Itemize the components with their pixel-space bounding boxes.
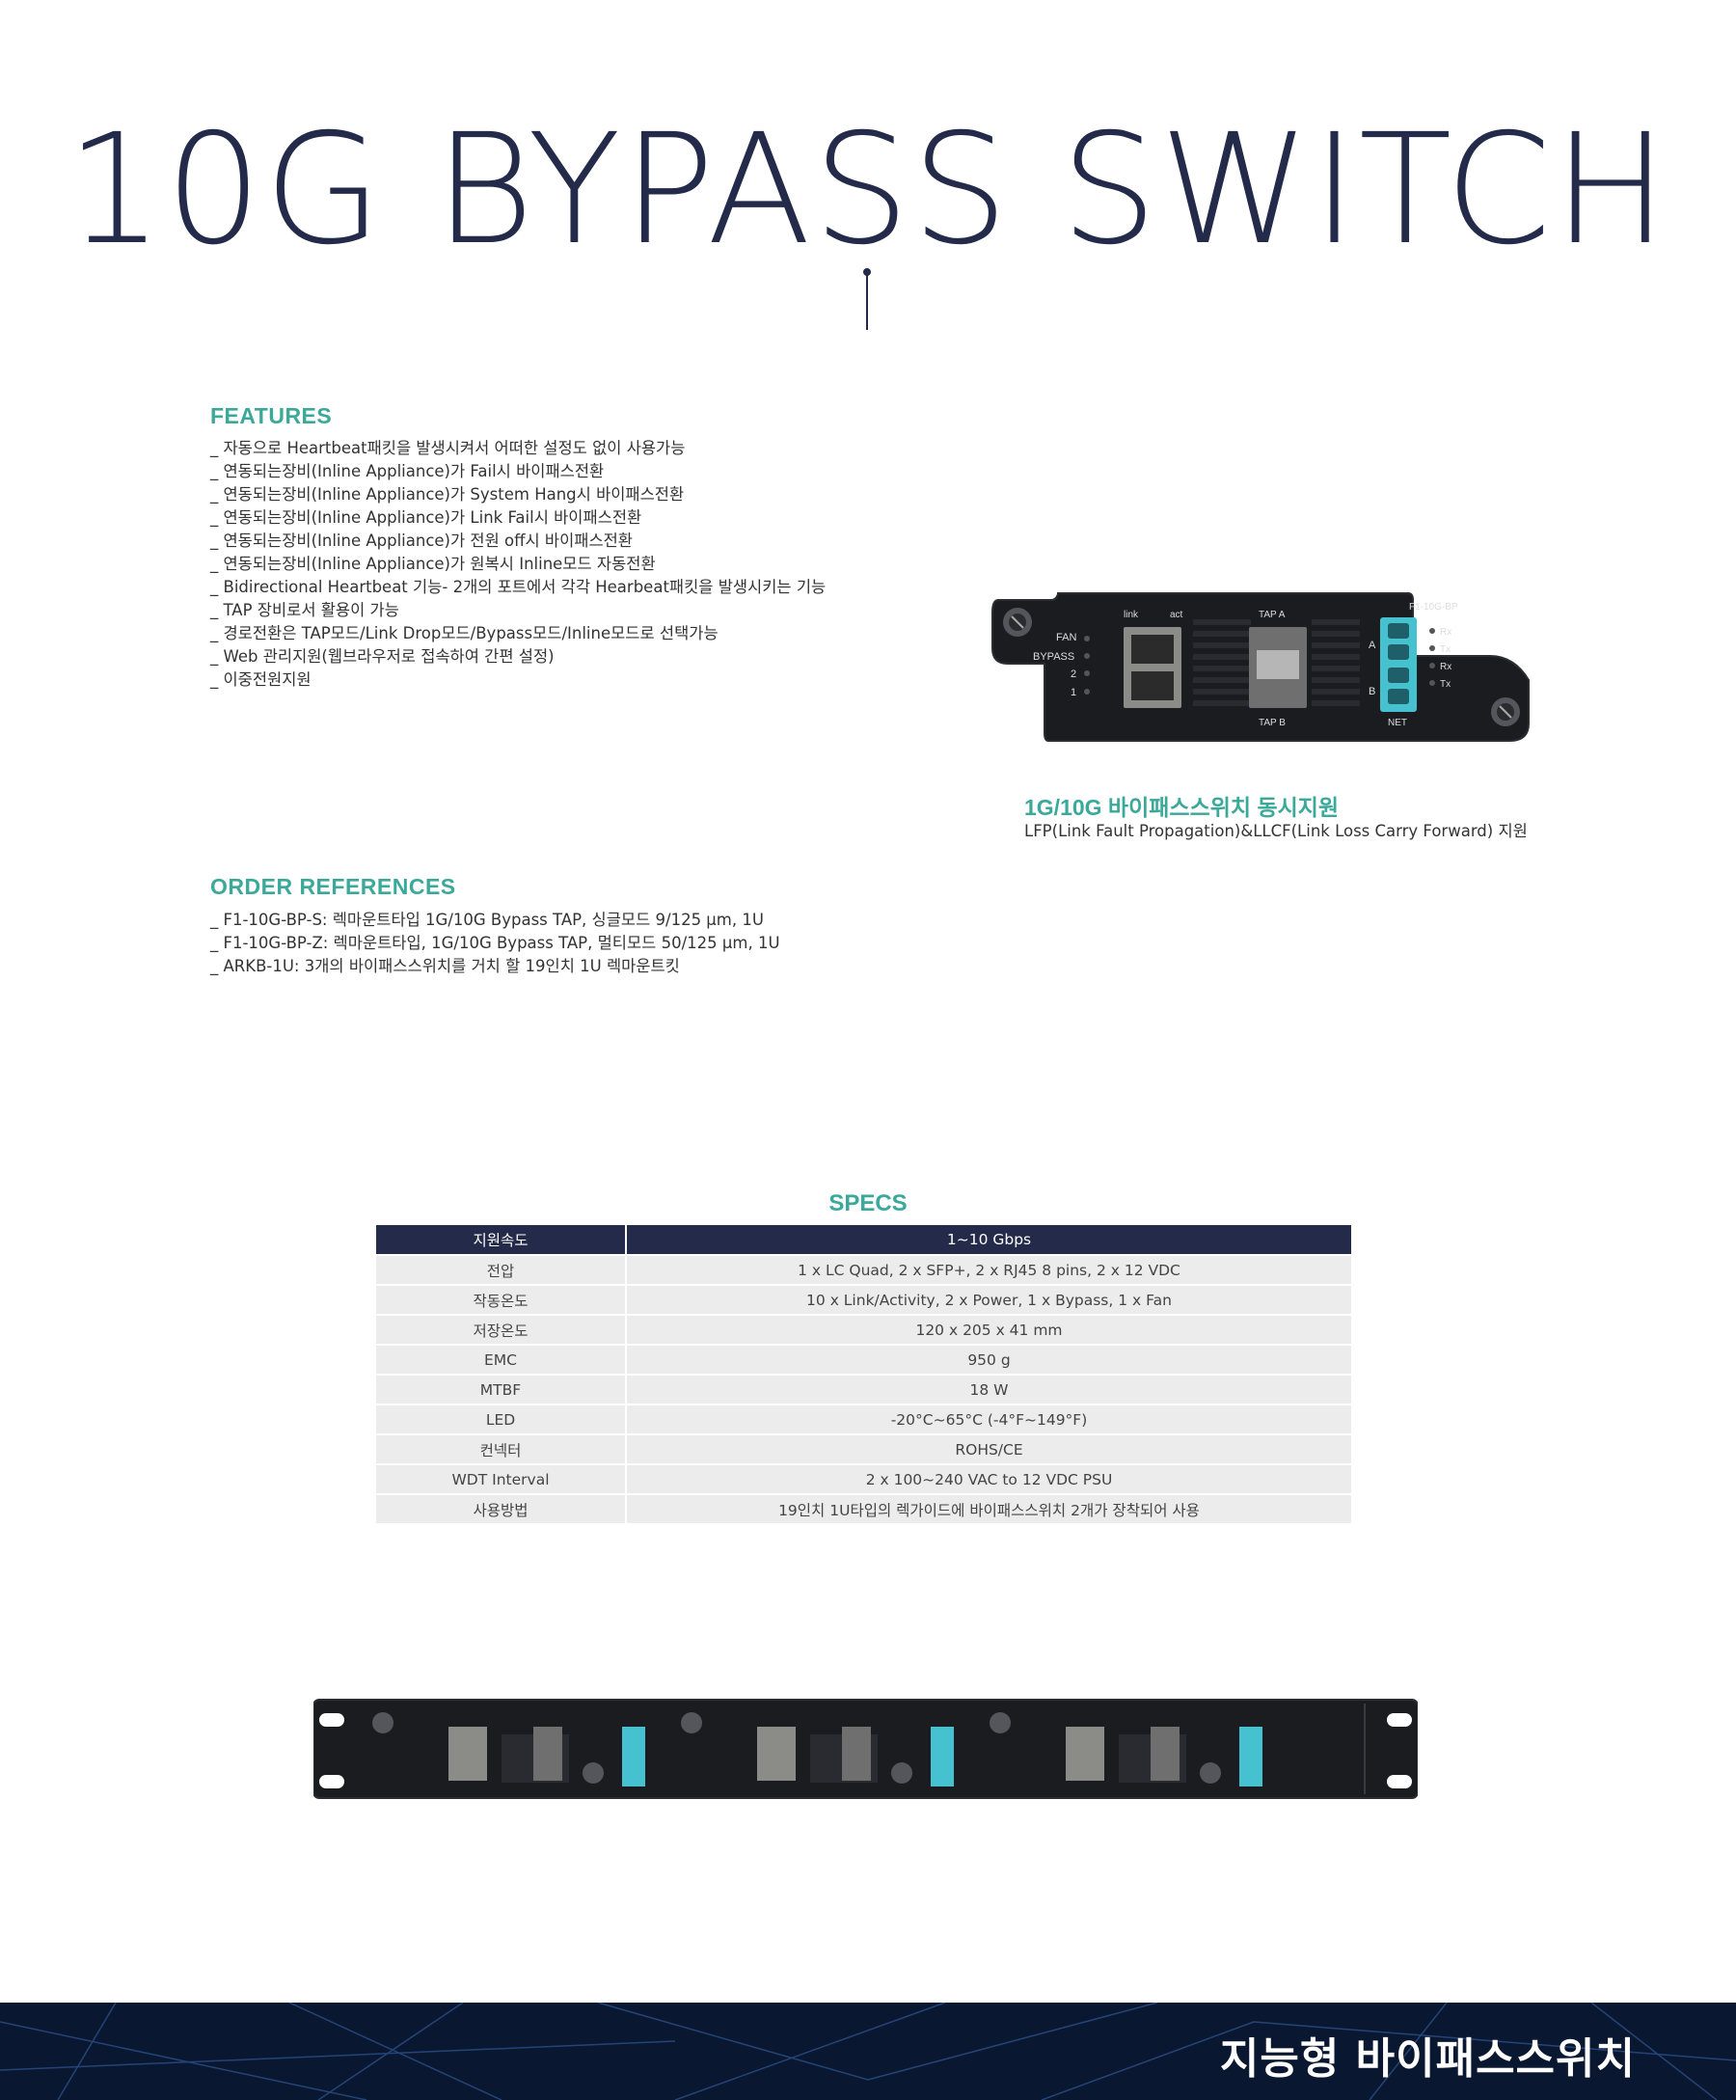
spec-label: 사용방법 [376, 1494, 627, 1525]
feature-item: _ TAP 장비로서 활용이 가능 [210, 601, 399, 619]
order-heading: ORDER REFERENCES [210, 874, 456, 899]
specs-heading: SPECS [828, 1190, 908, 1216]
order-list: _ F1-10G-BP-S: 렉마운트타입 1G/10G Bypass TAP,… [210, 909, 780, 978]
product-caption-title: 1G/10G 바이패스스위치 동시지원 [1024, 795, 1340, 820]
table-row: 저장온도 120 x 205 x 41 mm [376, 1315, 1351, 1346]
spec-value: 2 x 100~240 VAC to 12 VDC PSU [626, 1464, 1351, 1495]
rx-label: Rx [1440, 662, 1451, 672]
spec-value: 1 x LC Quad, 2 x SFP+, 2 x RJ45 8 pins, … [626, 1255, 1351, 1286]
link-label: link [1124, 610, 1139, 620]
feature-item: _ Bidirectional Heartbeat 기능- 2개의 포트에서 각… [210, 578, 827, 596]
rack-mount-image [313, 1699, 1418, 1799]
tx-label: Tx [1440, 679, 1451, 690]
feature-item: _ 연동되는장비(Inline Appliance)가 Fail시 바이패스전환 [210, 462, 605, 480]
features-list: _ 자동으로 Heartbeat패킷을 발생시켜서 어떠한 설정도 없이 사용가… [210, 437, 826, 692]
feature-item: _ 이중전원지원 [210, 670, 312, 689]
feature-item: _ 연동되는장비(Inline Appliance)가 원복시 Inline모드… [210, 555, 656, 573]
page-title: 10G BYPASS SWITCH [66, 101, 1670, 279]
tap-b-label: TAP B [1259, 718, 1286, 728]
feature-item: _ 경로전환은 TAP모드/Link Drop모드/Bypass모드/Inlin… [210, 624, 719, 642]
spec-label: EMC [376, 1345, 627, 1376]
table-row: 지원속도 1~10 Gbps [376, 1225, 1351, 1256]
spec-label: 작동온도 [376, 1285, 627, 1316]
spec-label: 전압 [376, 1255, 627, 1286]
table-row: 작동온도 10 x Link/Activity, 2 x Power, 1 x … [376, 1285, 1351, 1316]
rack-module [681, 1712, 954, 1786]
table-row: WDT Interval 2 x 100~240 VAC to 12 VDC P… [376, 1464, 1351, 1495]
feature-item: _ 연동되는장비(Inline Appliance)가 System Hang시… [210, 485, 685, 504]
rack-module [990, 1712, 1262, 1786]
feature-item: _ 연동되는장비(Inline Appliance)가 전원 off시 바이패스… [210, 532, 633, 550]
port-b-label: B [1369, 686, 1375, 697]
bypass-module-image: FAN BYPASS 2 1 link act TAP A TAP B F1-1… [991, 592, 1530, 742]
led-two-label: 2 [1071, 668, 1076, 680]
bypass-label: BYPASS [1033, 651, 1074, 663]
features-heading: FEATURES [210, 403, 333, 428]
feature-item: _ 연동되는장비(Inline Appliance)가 Link Fail시 바… [210, 508, 642, 527]
spec-value: 950 g [626, 1345, 1351, 1376]
tx-label: Tx [1440, 644, 1451, 655]
spec-label: 저장온도 [376, 1315, 627, 1346]
feature-item: _ 자동으로 Heartbeat패킷을 발생시켜서 어떠한 설정도 없이 사용가… [210, 439, 686, 457]
spec-value: 19인치 1U타입의 렉가이드에 바이패스스위치 2개가 장착되어 사용 [626, 1494, 1351, 1525]
footer-title: 지능형 바이패스스위치 [1219, 2034, 1636, 2084]
table-row: LED -20°C~65°C (-4°F~149°F) [376, 1405, 1351, 1435]
specs-table: 지원속도 1~10 Gbps 전압 1 x LC Quad, 2 x SFP+,… [376, 1225, 1351, 1525]
spec-label: 지원속도 [376, 1225, 627, 1256]
spec-value: 10 x Link/Activity, 2 x Power, 1 x Bypas… [626, 1285, 1351, 1316]
spec-value: ROHS/CE [626, 1434, 1351, 1465]
order-item: _ F1-10G-BP-Z: 렉마운트타입, 1G/10G Bypass TAP… [210, 934, 780, 952]
table-row: 컨넥터 ROHS/CE [376, 1434, 1351, 1465]
tap-a-label: TAP A [1259, 610, 1286, 620]
rx-label: Rx [1440, 627, 1451, 638]
spec-label: WDT Interval [376, 1464, 627, 1495]
led-one-label: 1 [1071, 687, 1076, 698]
network-pattern [0, 2003, 1736, 2100]
spec-label: MTBF [376, 1375, 627, 1405]
net-label: NET [1388, 718, 1407, 728]
footer-banner: 지능형 바이패스스위치 [0, 2003, 1736, 2100]
product-caption-sub: LFP(Link Fault Propagation)&LLCF(Link Lo… [1024, 822, 1528, 840]
act-label: act [1170, 610, 1183, 620]
table-row: EMC 950 g [376, 1345, 1351, 1376]
spec-value: 1~10 Gbps [626, 1225, 1351, 1256]
model-label: F1-10G-BP [1409, 602, 1458, 613]
table-row: 전압 1 x LC Quad, 2 x SFP+, 2 x RJ45 8 pin… [376, 1255, 1351, 1286]
spec-label: LED [376, 1405, 627, 1435]
table-row: MTBF 18 W [376, 1375, 1351, 1405]
fan-label: FAN [1056, 632, 1076, 643]
title-divider-line [866, 272, 868, 330]
spec-value: 120 x 205 x 41 mm [626, 1315, 1351, 1346]
spec-value: 18 W [626, 1375, 1351, 1405]
order-item: _ ARKB-1U: 3개의 바이패스스위치를 거치 할 19인치 1U 렉마운… [210, 957, 680, 975]
rack-module [372, 1712, 645, 1786]
port-a-label: A [1369, 640, 1376, 651]
spec-label: 컨넥터 [376, 1434, 627, 1465]
feature-item: _ Web 관리지원(웹브라우저로 접속하여 간편 설정) [210, 647, 555, 666]
spec-value: -20°C~65°C (-4°F~149°F) [626, 1405, 1351, 1435]
table-row: 사용방법 19인치 1U타입의 렉가이드에 바이패스스위치 2개가 장착되어 사… [376, 1494, 1351, 1525]
order-item: _ F1-10G-BP-S: 렉마운트타입 1G/10G Bypass TAP,… [210, 911, 764, 929]
